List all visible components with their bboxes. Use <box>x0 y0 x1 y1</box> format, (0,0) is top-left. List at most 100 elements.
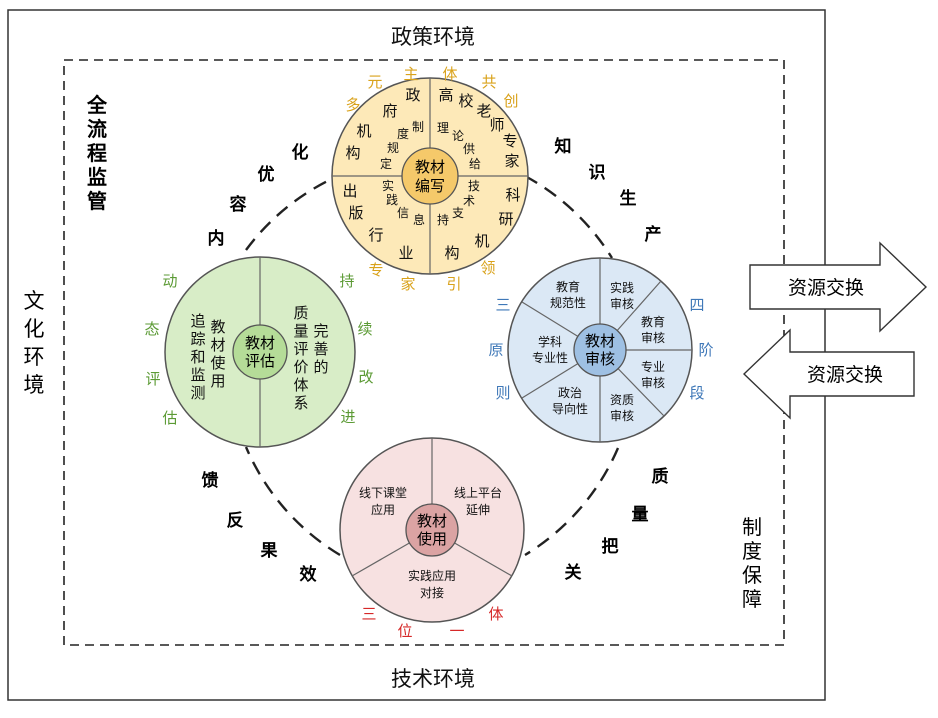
svg-text:教育: 教育 <box>556 279 580 294</box>
svg-text:多: 多 <box>345 96 360 114</box>
review-center <box>573 323 627 377</box>
svg-text:质: 质 <box>652 467 669 487</box>
svg-text:优: 优 <box>258 164 275 185</box>
review-circle: 教材 审核 教育 规范性 学科 专业性 政治 导向性 实践 审核 教育 审核 专… <box>488 257 714 443</box>
svg-text:障: 障 <box>742 587 762 611</box>
svg-text:审核: 审核 <box>610 408 634 423</box>
svg-text:改: 改 <box>358 368 373 386</box>
svg-text:制: 制 <box>412 120 424 134</box>
svg-text:化: 化 <box>292 142 309 163</box>
svg-text:构: 构 <box>345 144 360 162</box>
svg-text:实践: 实践 <box>610 280 634 295</box>
svg-text:追: 追 <box>190 312 205 330</box>
svg-text:专业性: 专业性 <box>532 350 568 365</box>
svg-text:化: 化 <box>24 317 45 341</box>
arc-label-knowledge-production: 知 识 生 产 <box>554 136 662 245</box>
svg-text:资源交换: 资源交换 <box>807 364 883 386</box>
svg-text:教材: 教材 <box>245 334 275 352</box>
svg-text:阶: 阶 <box>698 341 713 359</box>
svg-text:审核: 审核 <box>641 330 665 345</box>
svg-text:论: 论 <box>452 129 464 143</box>
multi-subject-label: 多 元 主 体 共 创 <box>345 65 518 114</box>
left-env-label: 文 化 环 境 <box>24 289 45 397</box>
svg-text:续: 续 <box>357 320 372 338</box>
svg-text:容: 容 <box>230 194 247 215</box>
svg-text:监: 监 <box>190 366 205 384</box>
svg-text:使: 使 <box>210 354 225 372</box>
svg-text:校: 校 <box>458 92 473 110</box>
svg-text:三: 三 <box>361 605 376 623</box>
svg-text:政: 政 <box>405 86 420 104</box>
svg-text:资质: 资质 <box>610 393 634 407</box>
svg-text:审核: 审核 <box>641 375 665 390</box>
svg-text:量: 量 <box>632 504 649 525</box>
svg-text:反: 反 <box>227 511 244 531</box>
svg-text:体: 体 <box>293 376 308 394</box>
svg-text:一: 一 <box>449 622 464 640</box>
svg-text:研: 研 <box>498 210 513 228</box>
svg-text:使用: 使用 <box>417 530 447 548</box>
svg-text:府: 府 <box>382 102 397 120</box>
svg-text:实: 实 <box>382 178 394 193</box>
svg-text:教: 教 <box>210 318 225 336</box>
svg-text:和: 和 <box>190 348 205 366</box>
svg-text:版: 版 <box>348 204 363 222</box>
svg-text:产: 产 <box>645 224 662 245</box>
svg-text:评: 评 <box>293 340 308 358</box>
svg-text:完: 完 <box>313 322 328 340</box>
svg-text:教育: 教育 <box>641 314 665 329</box>
svg-text:评估: 评估 <box>245 352 275 370</box>
svg-text:对接: 对接 <box>420 585 444 600</box>
svg-text:编写: 编写 <box>415 177 445 195</box>
arc-label-effect-feedback: 馈 反 果 效 <box>202 470 317 585</box>
svg-text:机: 机 <box>474 232 489 250</box>
svg-text:理: 理 <box>437 121 449 135</box>
svg-text:态: 态 <box>144 320 159 338</box>
svg-text:审核: 审核 <box>610 296 634 311</box>
cycle-dashed-ring <box>244 174 620 557</box>
svg-text:专: 专 <box>502 132 517 150</box>
svg-text:机: 机 <box>356 122 371 140</box>
svg-text:信: 信 <box>397 206 409 220</box>
svg-text:学科: 学科 <box>538 334 562 349</box>
svg-text:果: 果 <box>261 541 278 561</box>
svg-text:政治: 政治 <box>558 386 582 400</box>
svg-text:馈: 馈 <box>202 470 219 491</box>
evaluation-circle: 教材 评估 追 踪 和 监 测 教 材 使 用 质 量 评 价 体 系 完 善 … <box>144 256 374 448</box>
svg-text:把: 把 <box>602 536 619 557</box>
svg-text:生: 生 <box>620 188 637 209</box>
svg-text:度: 度 <box>397 126 409 141</box>
svg-text:给: 给 <box>469 157 481 171</box>
svg-text:原: 原 <box>488 341 503 359</box>
svg-text:资源交换: 资源交换 <box>788 277 864 299</box>
svg-text:度: 度 <box>742 539 762 563</box>
writing-circle: 教材 编写 政 府 机 构 高 校 老 师 专 家 科 研 机 构 出 版 行 … <box>331 65 529 293</box>
svg-text:量: 量 <box>293 322 308 340</box>
expert-guide-label: 专 家 引 领 <box>368 259 495 293</box>
svg-text:教材: 教材 <box>417 512 447 530</box>
svg-text:家: 家 <box>400 275 415 293</box>
svg-text:位: 位 <box>397 622 412 640</box>
bottom-env-label: 技术环境 <box>391 667 475 691</box>
svg-text:制: 制 <box>742 515 762 539</box>
usage-circle: 教材 使用 线下课堂 应用 线上平台 延伸 实践应用 对接 三 位 一 体 <box>339 437 525 640</box>
svg-text:识: 识 <box>589 163 606 183</box>
svg-text:的: 的 <box>313 358 328 376</box>
svg-text:专业: 专业 <box>641 359 665 374</box>
top-env-label: 政策环境 <box>391 25 475 49</box>
svg-text:息: 息 <box>413 212 425 227</box>
continuous-improvement-label: 持 续 改 进 <box>339 272 373 426</box>
svg-text:导向性: 导向性 <box>552 401 588 416</box>
svg-text:规范性: 规范性 <box>550 295 586 310</box>
arc-label-quality-control: 质 量 把 关 <box>565 467 669 583</box>
svg-text:出: 出 <box>342 182 357 200</box>
usage-center <box>405 503 459 557</box>
svg-text:用: 用 <box>210 372 225 390</box>
svg-text:测: 测 <box>190 384 205 402</box>
svg-text:构: 构 <box>444 244 459 262</box>
evaluation-center <box>232 324 288 380</box>
svg-text:主: 主 <box>403 65 418 83</box>
svg-text:四: 四 <box>689 296 704 314</box>
svg-text:支: 支 <box>452 206 464 220</box>
svg-text:内: 内 <box>208 228 225 249</box>
